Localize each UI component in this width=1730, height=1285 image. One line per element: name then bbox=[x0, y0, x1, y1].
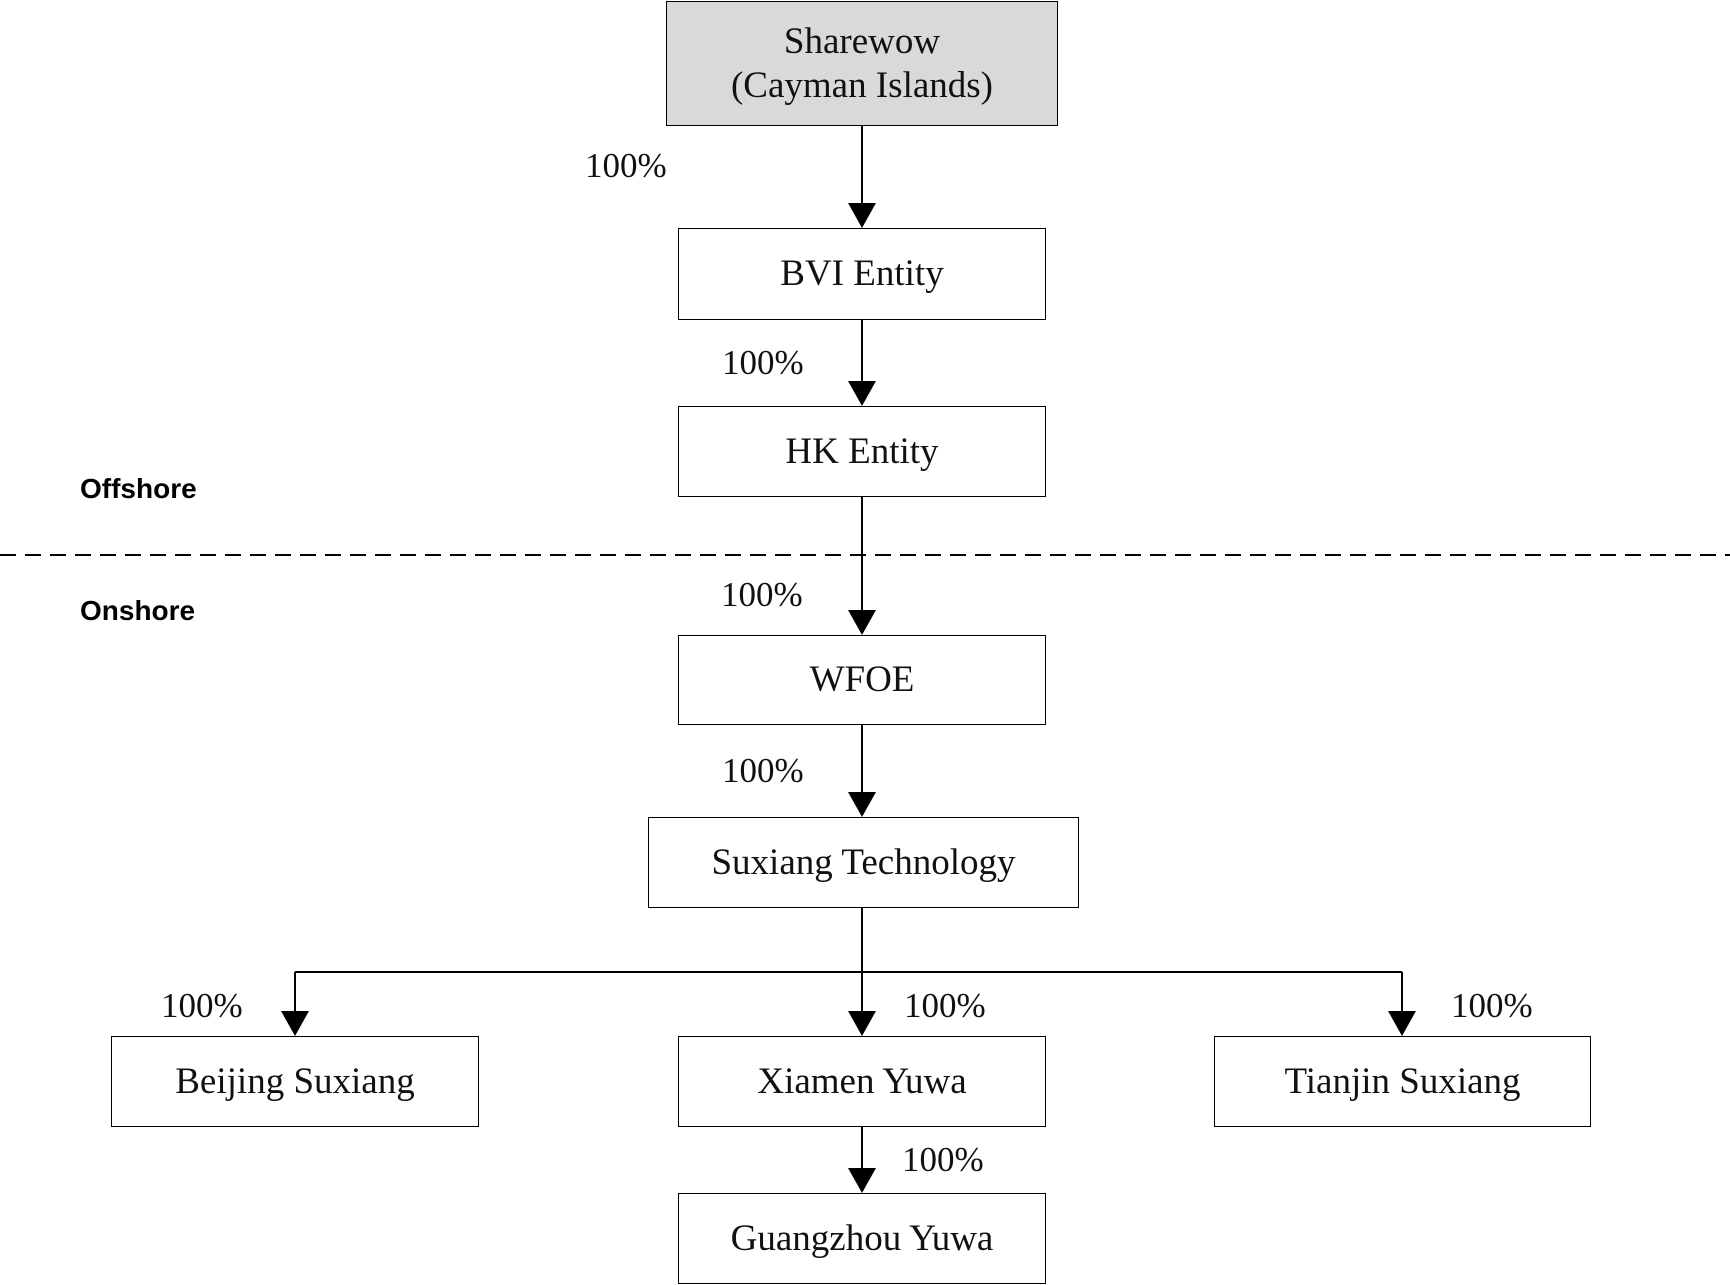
arrowhead-tianjin bbox=[1388, 1011, 1416, 1036]
ownership-label-suxiang-tianjin: 100% bbox=[1451, 986, 1533, 1025]
ownership-label-xiamen-guangzhou: 100% bbox=[902, 1140, 984, 1179]
entity-hk: HK Entity bbox=[678, 406, 1046, 497]
entity-beijing-suxiang: Beijing Suxiang bbox=[111, 1036, 479, 1127]
arrowhead-suxiang bbox=[848, 792, 876, 817]
arrowhead-wfoe bbox=[848, 610, 876, 635]
ownership-label-suxiang-xiamen: 100% bbox=[904, 986, 986, 1025]
arrowhead-guangzhou bbox=[848, 1168, 876, 1193]
ownership-label-hk-wfoe: 100% bbox=[721, 575, 803, 614]
entity-sharewow-jurisdiction: (Cayman Islands) bbox=[730, 64, 994, 106]
entity-tianjin-suxiang: Tianjin Suxiang bbox=[1214, 1036, 1591, 1127]
arrowhead-hk bbox=[848, 381, 876, 406]
entity-guangzhou-yuwa: Guangzhou Yuwa bbox=[678, 1193, 1046, 1284]
arrowhead-xiamen bbox=[848, 1011, 876, 1036]
zone-label-offshore: Offshore bbox=[80, 473, 197, 504]
arrowhead-beijing bbox=[281, 1011, 309, 1036]
entity-bvi: BVI Entity bbox=[678, 228, 1046, 320]
entity-suxiang-technology: Suxiang Technology bbox=[648, 817, 1079, 908]
ownership-label-wfoe-suxiang: 100% bbox=[722, 751, 804, 790]
arrowhead-bvi bbox=[848, 203, 876, 228]
entity-sharewow: Sharewow (Cayman Islands) bbox=[666, 1, 1058, 126]
ownership-label-bvi-hk: 100% bbox=[722, 343, 804, 382]
zone-label-onshore: Onshore bbox=[80, 595, 196, 626]
entity-xiamen-yuwa: Xiamen Yuwa bbox=[678, 1036, 1046, 1127]
entity-wfoe: WFOE bbox=[678, 635, 1046, 725]
ownership-label-sharewow-bvi: 100% bbox=[585, 146, 667, 185]
ownership-label-suxiang-beijing: 100% bbox=[161, 986, 243, 1025]
entity-sharewow-name: Sharewow bbox=[783, 20, 941, 62]
